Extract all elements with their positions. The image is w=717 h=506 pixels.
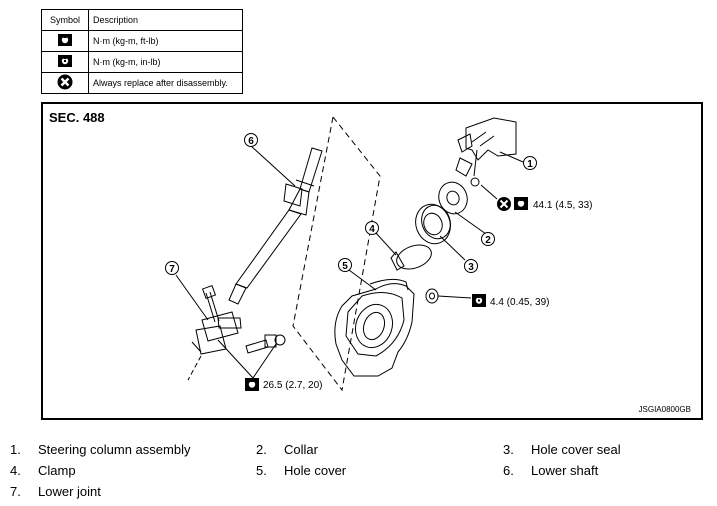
part-number: 7.	[10, 484, 21, 499]
torque-spec-44: 44.1 (4.5, 33)	[497, 197, 592, 211]
lower-joint-part	[187, 284, 242, 381]
torque-wrench-icon	[245, 378, 259, 391]
svg-text:4.4 (0.45, 39): 4.4 (0.45, 39)	[490, 297, 549, 308]
hole-cover-seal-part	[415, 203, 451, 245]
torque-spec-4-4: 4.4 (0.45, 39)	[472, 294, 549, 308]
svg-text:2: 2	[485, 235, 491, 246]
collar-part	[438, 181, 468, 215]
part-number: 4.	[10, 463, 21, 478]
always-replace-icon	[57, 74, 73, 90]
section-label: SEC. 488	[49, 110, 105, 125]
bolt-part	[245, 334, 286, 354]
torque-wrench-small-icon	[58, 55, 72, 67]
part-number: 6.	[503, 463, 514, 478]
torque-spec-26-5: 26.5 (2.7, 20)	[245, 378, 322, 391]
nut-part	[470, 177, 480, 187]
svg-text:7: 7	[169, 264, 175, 275]
clamp-part	[390, 244, 432, 271]
part-name: Hole cover	[284, 463, 347, 478]
hole-cover-part	[334, 278, 415, 377]
callout-7: 7	[165, 261, 179, 275]
legend-description: Always replace after disassembly.	[88, 72, 243, 94]
svg-text:44.1 (4.5, 33): 44.1 (4.5, 33)	[533, 200, 592, 211]
callout-6: 6	[244, 133, 258, 147]
part-number: 5.	[256, 463, 267, 478]
part-number: 1.	[10, 442, 21, 457]
figure-code: JSGIA0800GB	[638, 405, 691, 414]
torque-wrench-small-icon	[472, 294, 486, 307]
lower-shaft-part	[228, 147, 323, 305]
svg-text:4: 4	[369, 224, 375, 235]
washer-part	[425, 288, 439, 304]
part-name: Lower joint	[38, 484, 101, 499]
always-replace-icon	[497, 197, 511, 211]
callout-1: 1	[523, 156, 537, 170]
svg-text:6: 6	[248, 136, 254, 147]
torque-wrench-icon	[58, 34, 72, 46]
steering-column-part	[455, 117, 517, 177]
svg-text:1: 1	[527, 159, 533, 170]
symbol-legend-table: Symbol Description N·m (kg-m, ft-lb) N·m…	[41, 9, 243, 94]
torque-wrench-icon	[514, 197, 528, 210]
callout-4: 4	[365, 221, 379, 235]
part-name: Steering column assembly	[38, 442, 191, 457]
part-name: Collar	[284, 442, 318, 457]
part-number: 3.	[503, 442, 514, 457]
part-name: Clamp	[38, 463, 76, 478]
assembly-dash-outline	[292, 115, 381, 392]
callout-2: 2	[481, 232, 495, 246]
part-name: Hole cover seal	[531, 442, 621, 457]
svg-text:5: 5	[342, 261, 348, 272]
svg-text:3: 3	[468, 262, 474, 273]
callout-3: 3	[464, 259, 478, 273]
leader-lines	[175, 145, 524, 379]
part-number: 2.	[256, 442, 267, 457]
callout-5: 5	[338, 258, 352, 272]
exploded-diagram-frame: SEC. 488 JSGIA0800GB	[41, 102, 703, 420]
svg-text:26.5 (2.7, 20): 26.5 (2.7, 20)	[263, 380, 322, 391]
part-name: Lower shaft	[531, 463, 599, 478]
